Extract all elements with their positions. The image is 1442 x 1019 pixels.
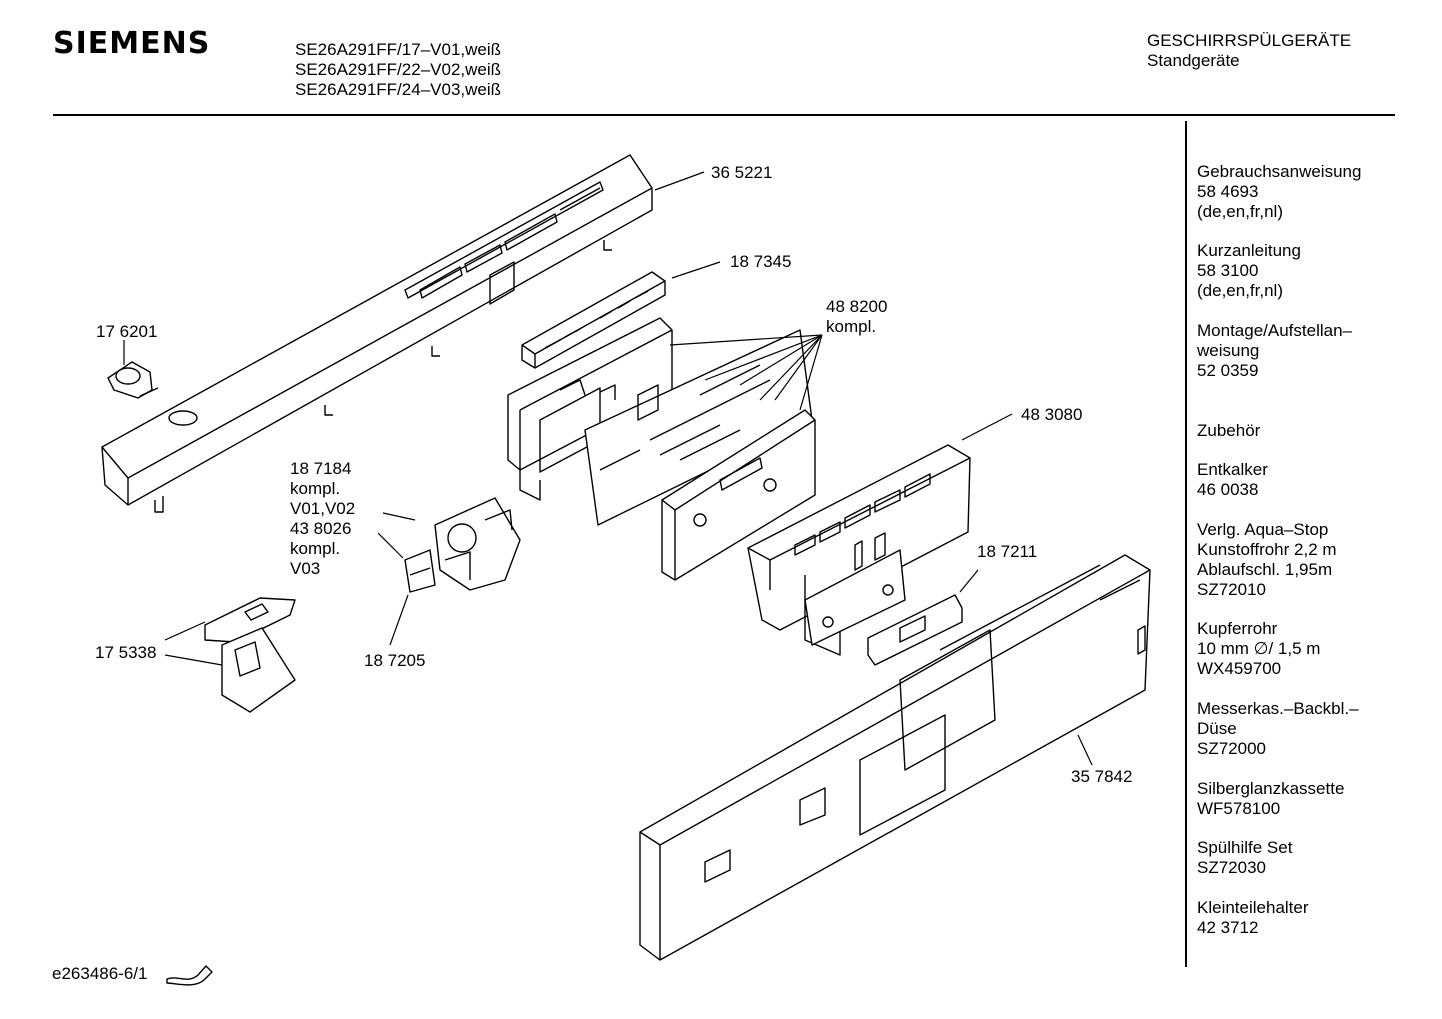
sidebar-entry: Kurzanleitung 58 3100 (de,en,fr,nl) (1197, 241, 1301, 301)
sidebar-line: 42 3712 (1197, 918, 1259, 937)
part-module-housing (507, 317, 673, 501)
part-switch (204, 597, 296, 713)
part-label-line: 48 8200 (826, 297, 888, 316)
part-label: 36 5221 (711, 163, 773, 182)
part-label-line: kompl. (290, 539, 341, 558)
part-carrier-frame (661, 409, 816, 581)
sidebar-entry: Silberglanzkassette WF578100 (1197, 779, 1344, 819)
part-label: 17 6201 (96, 322, 158, 341)
sidebar-line: weisung (1197, 341, 1260, 360)
model-line: SE26A291FF/22–V02,weiß (295, 60, 502, 79)
sidebar-line: Gebrauchsanweisung (1197, 162, 1362, 181)
sidebar-entry: Kupferrohr 10 mm ∅/ 1,5 m WX459700 (1197, 619, 1320, 679)
part-label-line: V03 (290, 559, 321, 578)
part-bracket (804, 549, 906, 646)
part-label-line: 18 7184 (290, 459, 352, 478)
logo-swoosh-icon (166, 965, 213, 986)
part-label: 48 8200 kompl. (826, 297, 887, 337)
sidebar-line: Verlg. Aqua–Stop (1197, 520, 1329, 539)
part-base-chassis (639, 554, 1151, 961)
part-label-line: kompl. (826, 317, 877, 336)
sidebar-line: Kunstoffrohr 2,2 m (1197, 540, 1337, 559)
sidebar-entry: Montage/Aufstellan– weisung 52 0359 (1197, 321, 1352, 381)
sidebar-line: Kurzanleitung (1197, 241, 1301, 260)
drawing-code: e263486-6/1 (52, 964, 148, 983)
sidebar-line: Entkalker (1197, 460, 1268, 479)
sidebar-entry: Entkalker 46 0038 (1197, 460, 1268, 500)
sidebar-line: 52 0359 (1197, 361, 1259, 380)
sidebar-line: SZ72000 (1197, 739, 1266, 758)
part-control-panel (101, 154, 653, 513)
sidebar-line: Kleinteilehalter (1197, 898, 1309, 917)
sidebar-entry: Gebrauchsanweisung 58 4693 (de,en,fr,nl) (1197, 162, 1361, 222)
model-line: SE26A291FF/24–V03,weiß (295, 80, 502, 99)
part-label-line: 43 8026 (290, 519, 352, 538)
part-label-line: kompl. (290, 479, 341, 498)
sidebar-line: Messerkas.–Backbl.– (1197, 699, 1359, 718)
sidebar-entry: Zubehör (1197, 421, 1260, 441)
leader-lines (123, 171, 1093, 766)
sidebar-line: Kupferrohr (1197, 619, 1278, 638)
sidebar-line: Montage/Aufstellan– (1197, 321, 1352, 340)
sidebar-line: Zubehör (1197, 421, 1261, 440)
sidebar-line: WF578100 (1197, 799, 1281, 818)
exploded-parts-diagram (101, 154, 1151, 986)
part-panel-frame (747, 444, 971, 656)
sidebar-entry: Messerkas.–Backbl.– Düse SZ72000 (1197, 699, 1359, 759)
part-label: 48 3080 (1021, 405, 1083, 424)
sidebar-entry: Kleinteilehalter 42 3712 (1197, 898, 1309, 938)
part-label: 18 7184 kompl. V01,V02 43 8026 kompl. V0… (290, 459, 355, 579)
sidebar-line: Ablaufschl. 1,95m (1197, 560, 1333, 579)
part-label: 17 5338 (95, 643, 157, 662)
sidebar-line: (de,en,fr,nl) (1197, 202, 1283, 221)
sidebar-line: Silberglanzkassette (1197, 779, 1345, 798)
sidebar-entry: Verlg. Aqua–Stop Kunstoffrohr 2,2 m Abla… (1197, 520, 1337, 600)
part-label-line: V01,V02 (290, 499, 356, 518)
sidebar-line: (de,en,fr,nl) (1197, 281, 1283, 300)
sidebar-line: Düse (1197, 719, 1237, 738)
brand-logo: SIEMENS (53, 26, 211, 61)
sidebar-line: WX459700 (1197, 659, 1282, 678)
category-subtitle: Standgeräte (1147, 51, 1240, 70)
category-title: GESCHIRRSPÜLGERÄTE (1147, 31, 1352, 50)
model-line: SE26A291FF/17–V01,weiß (295, 40, 502, 59)
part-label: 18 7345 (730, 252, 792, 271)
sidebar-line: SZ72030 (1197, 858, 1266, 877)
category-block: GESCHIRRSPÜLGERÄTE Standgeräte (1147, 31, 1351, 71)
part-clip (107, 361, 159, 399)
header-divider (53, 114, 1395, 116)
sidebar-line: Spülhilfe Set (1197, 838, 1293, 857)
part-label: 18 7211 (977, 542, 1038, 561)
part-display-strip (521, 271, 666, 369)
sidebar-line: SZ72010 (1197, 580, 1266, 599)
part-door-switch (434, 497, 521, 591)
sidebar-divider (1185, 121, 1187, 967)
part-display-board (867, 594, 963, 666)
sidebar-line: 58 4693 (1197, 182, 1259, 201)
sidebar-line: 58 3100 (1197, 261, 1259, 280)
part-relay (404, 549, 436, 593)
part-label: 35 7842 (1071, 767, 1133, 786)
sidebar-line: 46 0038 (1197, 480, 1259, 499)
model-list: SE26A291FF/17–V01,weiß SE26A291FF/22–V02… (295, 40, 501, 100)
part-circuit-board (584, 329, 813, 526)
sidebar-line: 10 mm ∅/ 1,5 m (1197, 639, 1321, 658)
part-label: 18 7205 (364, 651, 426, 670)
sidebar-entry: Spülhilfe Set SZ72030 (1197, 838, 1292, 878)
